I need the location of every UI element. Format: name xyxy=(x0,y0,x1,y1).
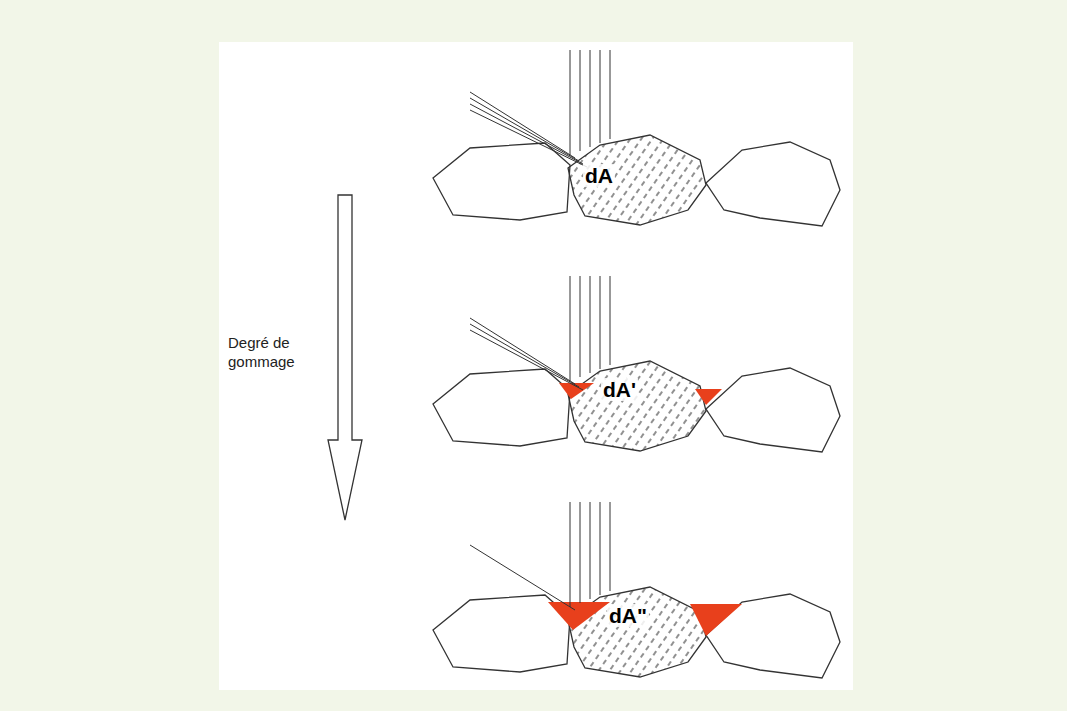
grain-row xyxy=(433,276,840,452)
oblique-ray xyxy=(470,98,579,161)
oblique-ray xyxy=(470,92,575,158)
grain-row xyxy=(433,502,840,678)
oblique-ray xyxy=(470,330,583,390)
wax-fill xyxy=(690,604,742,636)
oblique-ray xyxy=(470,318,575,384)
grain xyxy=(433,369,570,446)
vertical-ray xyxy=(580,50,581,151)
wax-fill xyxy=(548,602,610,630)
grain xyxy=(433,143,570,220)
oblique-ray xyxy=(470,110,587,167)
grain xyxy=(706,368,840,452)
vertical-ray xyxy=(590,276,591,373)
hatched-grain xyxy=(568,135,706,225)
vertical-ray xyxy=(600,276,601,369)
grain xyxy=(433,595,570,672)
area-label: dA" xyxy=(607,604,649,627)
oblique-ray xyxy=(470,545,575,610)
vertical-ray xyxy=(590,502,591,599)
vertical-ray xyxy=(610,276,611,365)
axis-label: Degré de gommage xyxy=(228,333,328,371)
vertical-ray xyxy=(590,50,591,147)
vertical-ray xyxy=(570,50,571,155)
vertical-ray xyxy=(610,50,611,139)
vertical-ray xyxy=(580,502,581,603)
vertical-ray xyxy=(570,502,571,607)
oblique-ray xyxy=(470,324,579,387)
wax-fill xyxy=(695,389,722,405)
vertical-ray xyxy=(580,276,581,377)
hatched-grain xyxy=(568,587,706,677)
oblique-ray xyxy=(470,104,583,164)
hatched-grain xyxy=(568,361,706,451)
vertical-ray xyxy=(610,502,611,591)
grain-area: dA" xyxy=(607,604,649,628)
grain-row xyxy=(433,50,840,226)
vertical-ray xyxy=(600,502,601,595)
grain-area: dA' xyxy=(601,378,638,402)
vertical-ray xyxy=(600,50,601,143)
grain xyxy=(706,142,840,226)
degree-arrow xyxy=(328,195,362,520)
area-label: dA' xyxy=(601,378,638,401)
area-label: dA xyxy=(583,164,615,187)
grain-area: dA xyxy=(583,164,615,188)
vertical-ray xyxy=(570,276,571,381)
